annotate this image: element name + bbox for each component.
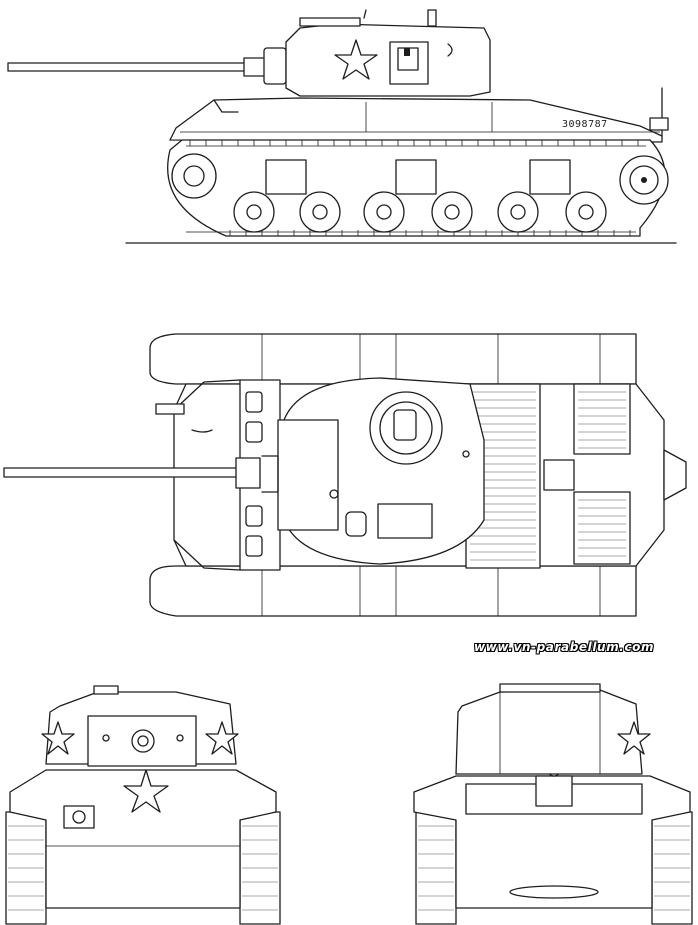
top-left-track	[149, 333, 637, 385]
side-bogie-1	[233, 159, 341, 233]
side-turret	[285, 9, 491, 97]
rear-turret	[455, 683, 651, 775]
front-view	[5, 685, 281, 925]
top-right-track	[149, 565, 637, 617]
top-front-glacis	[155, 379, 241, 571]
side-idler-wheel	[171, 153, 217, 199]
front-hull-star	[123, 769, 169, 813]
rear-right-track	[651, 811, 693, 925]
front-turret	[41, 685, 239, 767]
front-right-track	[239, 811, 281, 925]
side-drive-sprocket	[619, 155, 669, 205]
front-left-track	[5, 811, 47, 925]
top-gun-barrel	[3, 455, 279, 493]
side-hull	[169, 87, 669, 143]
top-turret	[277, 377, 485, 565]
top-view	[3, 333, 687, 617]
rear-hull	[413, 763, 691, 909]
side-star-insignia	[334, 39, 378, 80]
front-hull	[9, 769, 277, 909]
side-serial-number: 3098787	[562, 119, 608, 130]
side-bogie-2	[363, 159, 473, 233]
watermark-url: www.vn-parabellum.com	[474, 640, 655, 654]
rear-view	[413, 683, 693, 925]
side-view	[7, 9, 677, 244]
side-bogie-3	[497, 159, 607, 233]
side-gun-barrel	[7, 47, 287, 85]
rear-left-track	[415, 811, 457, 925]
